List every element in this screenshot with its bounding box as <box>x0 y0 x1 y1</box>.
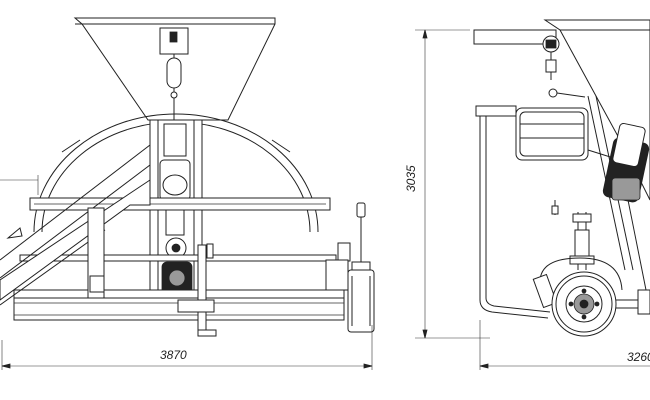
front-conveyor <box>0 179 151 301</box>
front-base-frame <box>13 289 345 299</box>
side-body-outline <box>485 106 551 313</box>
side-width-label: 3260 <box>627 350 650 364</box>
front-arch <box>33 113 319 233</box>
side-height-label: 3035 <box>404 165 418 192</box>
front-view <box>0 17 375 370</box>
front-width-label: 3870 <box>160 348 187 362</box>
side-view <box>415 19 650 370</box>
side-top-bar <box>473 29 557 45</box>
